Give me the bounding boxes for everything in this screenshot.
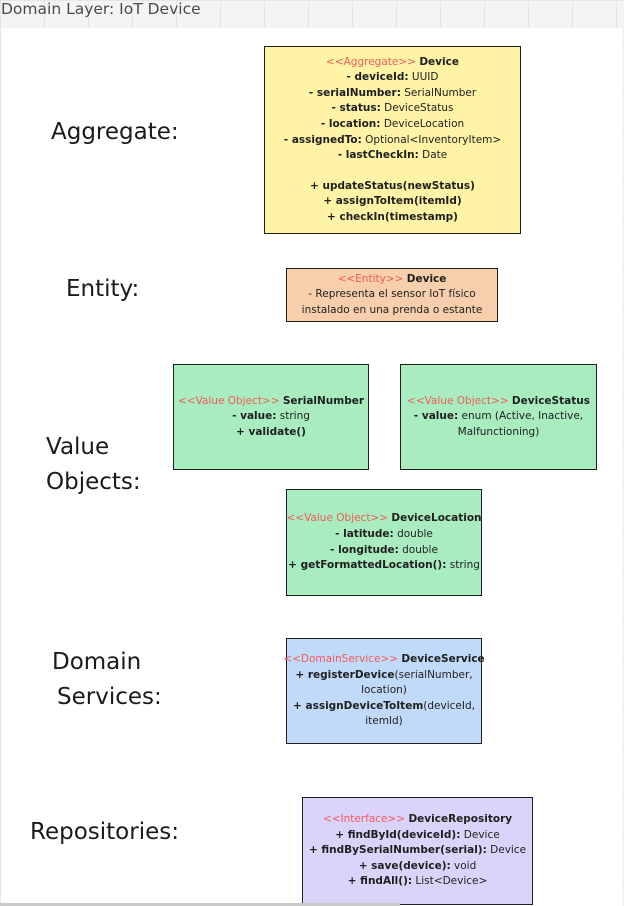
- horizontal-scrollbar[interactable]: [0, 903, 400, 906]
- vo-status-stereotype: <<Value Object>>: [407, 394, 509, 407]
- vo-location-stereotype: <<Value Object>>: [286, 512, 389, 525]
- aggregate-attribute: - serialNumber: SerialNumber: [308, 86, 477, 99]
- vo-status-attribute: - value: enum (Active, Inactive,: [413, 410, 584, 423]
- service-method: + assignDeviceToItem(deviceId,: [293, 699, 475, 712]
- vo-serial-class-name: SerialNumber: [282, 394, 365, 407]
- domain-service-device-service-box[interactable]: <<DomainService>> DeviceService + regist…: [283, 638, 485, 744]
- aggregate-attribute: - location: DeviceLocation: [320, 117, 465, 130]
- vo-location-attribute: - latitude: double: [335, 527, 433, 540]
- service-method-continued: itemId): [365, 715, 403, 728]
- repo-method: + findBySerialNumber(serial): Device: [308, 844, 527, 857]
- value-object-device-status-box[interactable]: <<Value Object>> DeviceStatus - value: e…: [400, 364, 597, 470]
- aggregate-attribute: - assignedTo: Optional<InventoryItem>: [283, 133, 502, 146]
- vo-location-attribute: - longitude: double: [330, 543, 438, 556]
- entity-device-box[interactable]: <<Entity>> Device - Representa el sensor…: [286, 268, 498, 322]
- repo-method: + findById(deviceId): Device: [335, 828, 500, 841]
- value-object-device-location-box[interactable]: <<Value Object>> DeviceLocation - latitu…: [286, 489, 482, 596]
- aggregate-method: + assignToItem(itemId): [323, 195, 462, 208]
- entity-label[interactable]: Entity:: [66, 276, 140, 302]
- repository-device-repository-box[interactable]: <<Interface>> DeviceRepository + findByI…: [302, 797, 533, 905]
- entity-header: <<Entity>> Device: [338, 272, 447, 288]
- vo-serial-attribute: - value: string: [232, 410, 310, 423]
- domain-services-label-line1[interactable]: Domain: [52, 649, 142, 675]
- vo-location-class-name: DeviceLocation: [391, 512, 482, 525]
- aggregate-class-name: Device: [419, 55, 459, 68]
- repo-method: + save(device): void: [358, 859, 477, 872]
- aggregate-method: + updateStatus(newStatus): [310, 179, 475, 192]
- aggregate-attribute: - status: DeviceStatus: [331, 102, 454, 115]
- entity-description-line: instalado en una prenda o estante: [301, 303, 483, 316]
- vo-serial-header: <<Value Object>> SerialNumber: [178, 394, 364, 410]
- vo-location-method: + getFormattedLocation(): string: [288, 559, 480, 572]
- repositories-label[interactable]: Repositories:: [30, 819, 179, 845]
- frame-title[interactable]: Domain Layer: IoT Device: [1, 0, 201, 18]
- repo-stereotype: <<Interface>>: [322, 813, 406, 826]
- value-objects-label-line1[interactable]: Value: [46, 434, 110, 460]
- aggregate-attribute: - deviceId: UUID: [346, 71, 439, 84]
- aggregate-method: + checkIn(timestamp): [327, 210, 458, 223]
- vo-serial-method: + validate(): [236, 425, 306, 438]
- service-stereotype: <<DomainService>>: [283, 653, 399, 666]
- service-method-continued: location): [361, 684, 407, 697]
- repo-header: <<Interface>> DeviceRepository: [323, 812, 512, 828]
- value-object-serial-number-box[interactable]: <<Value Object>> SerialNumber - value: s…: [173, 364, 369, 470]
- vo-status-header: <<Value Object>> DeviceStatus: [407, 394, 590, 410]
- aggregate-stereotype: <<Aggregate>>: [326, 55, 416, 68]
- vo-location-header: <<Value Object>> DeviceLocation: [286, 511, 481, 527]
- vo-status-attribute-continued: Malfunctioning): [457, 425, 540, 438]
- domain-services-label-line2[interactable]: Services:: [57, 684, 162, 710]
- repo-class-name: DeviceRepository: [408, 813, 513, 826]
- vo-status-class-name: DeviceStatus: [511, 394, 590, 407]
- value-objects-label-line2[interactable]: Objects:: [46, 469, 141, 495]
- aggregate-header: <<Aggregate>> Device: [326, 55, 459, 71]
- aggregate-label[interactable]: Aggregate:: [51, 119, 179, 145]
- repo-method: + findAll(): List<Device>: [347, 875, 488, 888]
- vo-serial-stereotype: <<Value Object>>: [177, 394, 280, 407]
- entity-description-line: - Representa el sensor IoT físico: [308, 288, 476, 301]
- service-header: <<DomainService>> DeviceService: [283, 652, 484, 668]
- aggregate-device-box[interactable]: <<Aggregate>> Device - deviceId: UUID - …: [264, 46, 521, 234]
- service-method: + registerDevice(serialNumber,: [295, 668, 473, 681]
- service-class-name: DeviceService: [401, 653, 485, 666]
- entity-class-name: Device: [406, 272, 447, 285]
- aggregate-attribute: - lastCheckIn: Date: [337, 149, 448, 162]
- entity-stereotype: <<Entity>>: [337, 272, 404, 285]
